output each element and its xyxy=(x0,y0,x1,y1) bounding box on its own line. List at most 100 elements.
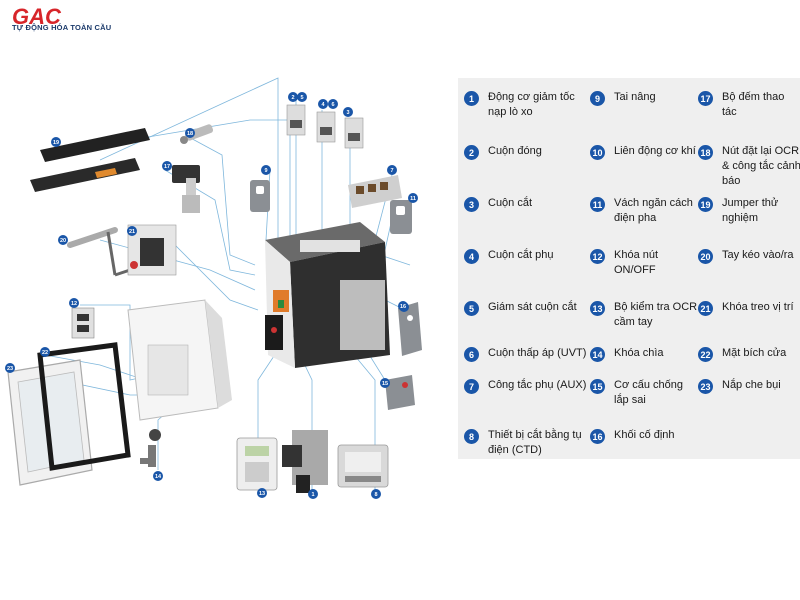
legend-item: 5 Giám sát cuộn cắt xyxy=(464,300,588,316)
legend-item: 1 Động cơ giảm tốc nạp lò xo xyxy=(464,90,588,120)
callout-4: 4 xyxy=(318,99,328,109)
legend-number-badge: 21 xyxy=(698,301,713,316)
callout-6: 6 xyxy=(328,99,338,109)
callout-15: 15 xyxy=(380,378,390,388)
legend-item: 21 Khóa treo vị trí xyxy=(698,300,800,316)
legend-item: 17 Bộ đếm thao tác xyxy=(698,90,800,120)
legend-label: Động cơ giảm tốc nạp lò xo xyxy=(488,91,575,118)
callout-22: 22 xyxy=(40,347,50,357)
svg-text:20: 20 xyxy=(60,238,66,244)
legend-label: Nắp che bụi xyxy=(722,379,781,391)
legend-number-badge: 1 xyxy=(464,91,479,106)
svg-text:18: 18 xyxy=(187,131,193,137)
legend-label: Cơ cấu chống lắp sai xyxy=(614,379,683,406)
legend-label: Vách ngăn cách điện pha xyxy=(614,197,693,224)
legend-item: 9 Tai nâng xyxy=(590,90,699,106)
callout-2: 2 xyxy=(288,92,298,102)
callout-19: 19 xyxy=(51,137,61,147)
svg-text:9: 9 xyxy=(264,168,267,174)
legend-item: 16 Khối cố định xyxy=(590,428,699,444)
ctd-part xyxy=(337,444,389,488)
svg-text:6: 6 xyxy=(331,102,334,108)
svg-text:11: 11 xyxy=(410,196,416,202)
legend-item: 22 Mặt bích cửa xyxy=(698,346,800,362)
legend-label: Khối cố định xyxy=(614,429,675,441)
legend-label: Tai nâng xyxy=(614,91,656,103)
callout-9: 9 xyxy=(261,165,271,175)
legend-item: 4 Cuộn cắt phụ xyxy=(464,248,588,264)
callout-5: 5 xyxy=(297,92,307,102)
test-jumper-part xyxy=(30,128,150,192)
main-breaker-part xyxy=(265,222,390,368)
aux-switch-part xyxy=(348,175,402,208)
door-flange-part xyxy=(37,342,131,471)
front-cover-part xyxy=(127,299,232,421)
legend-number-badge: 5 xyxy=(464,301,479,316)
svg-text:13: 13 xyxy=(259,491,265,497)
svg-text:15: 15 xyxy=(382,381,388,387)
legend-label: Cuộn cắt phụ xyxy=(488,249,554,261)
legend-item: 15 Cơ cấu chống lắp sai xyxy=(590,378,699,408)
legend-number-badge: 14 xyxy=(590,347,605,362)
svg-text:17: 17 xyxy=(164,164,170,170)
legend-number-badge: 22 xyxy=(698,347,713,362)
svg-text:7: 7 xyxy=(390,168,393,174)
key-lock-part xyxy=(140,429,161,467)
lifting-lug-part xyxy=(250,180,412,234)
legend-number-badge: 16 xyxy=(590,429,605,444)
callout-7: 7 xyxy=(387,165,397,175)
svg-text:22: 22 xyxy=(42,350,48,356)
legend-label: Bộ đếm thao tác xyxy=(722,91,785,118)
ocr-tester-part xyxy=(236,437,278,491)
breaker-illustration: 1234567891011121314151617181920212223 xyxy=(5,77,422,499)
svg-text:23: 23 xyxy=(7,366,13,372)
svg-text:1: 1 xyxy=(311,492,314,498)
legend-number-badge: 6 xyxy=(464,347,479,362)
legend-number-badge: 17 xyxy=(698,91,713,106)
callout-badges: 1234567891011121314151617181920212223 xyxy=(5,92,418,499)
svg-text:21: 21 xyxy=(129,229,135,235)
callout-16: 16 xyxy=(398,301,408,311)
legend-label: Nút đặt lại OCR & công tắc cảnh báo xyxy=(722,145,800,187)
legend-label: Giám sát cuộn cắt xyxy=(488,301,577,313)
legend-number-badge: 8 xyxy=(464,429,479,444)
callout-12: 12 xyxy=(69,298,79,308)
legend-number-badge: 15 xyxy=(590,379,605,394)
legend-number-badge: 11 xyxy=(590,197,605,212)
callout-8: 8 xyxy=(371,489,381,499)
callout-3: 3 xyxy=(343,107,353,117)
legend-item: 6 Cuộn thấp áp (UVT) xyxy=(464,346,588,362)
callout-17: 17 xyxy=(162,161,172,171)
legend-label: Mặt bích cửa xyxy=(722,347,787,359)
callout-11: 11 xyxy=(408,193,418,203)
callout-20: 20 xyxy=(58,235,68,245)
legend-number-badge: 4 xyxy=(464,249,479,264)
motor-part xyxy=(282,430,328,493)
legend-item: 11 Vách ngăn cách điện pha xyxy=(590,196,699,226)
legend-number-badge: 2 xyxy=(464,145,479,160)
legend-number-badge: 7 xyxy=(464,379,479,394)
gac-logo: GAC xyxy=(12,4,62,29)
legend-label: Cuộn thấp áp (UVT) xyxy=(488,347,587,359)
legend-number-badge: 13 xyxy=(590,301,605,316)
legend-number-badge: 19 xyxy=(698,197,713,212)
callout-21: 21 xyxy=(127,226,137,236)
dust-cover-part xyxy=(7,359,93,486)
racking-handle-part xyxy=(67,227,131,277)
svg-text:2: 2 xyxy=(291,95,294,101)
legend-label: Khóa treo vị trí xyxy=(722,301,794,313)
svg-text:14: 14 xyxy=(155,474,162,480)
legend-number-badge: 9 xyxy=(590,91,605,106)
